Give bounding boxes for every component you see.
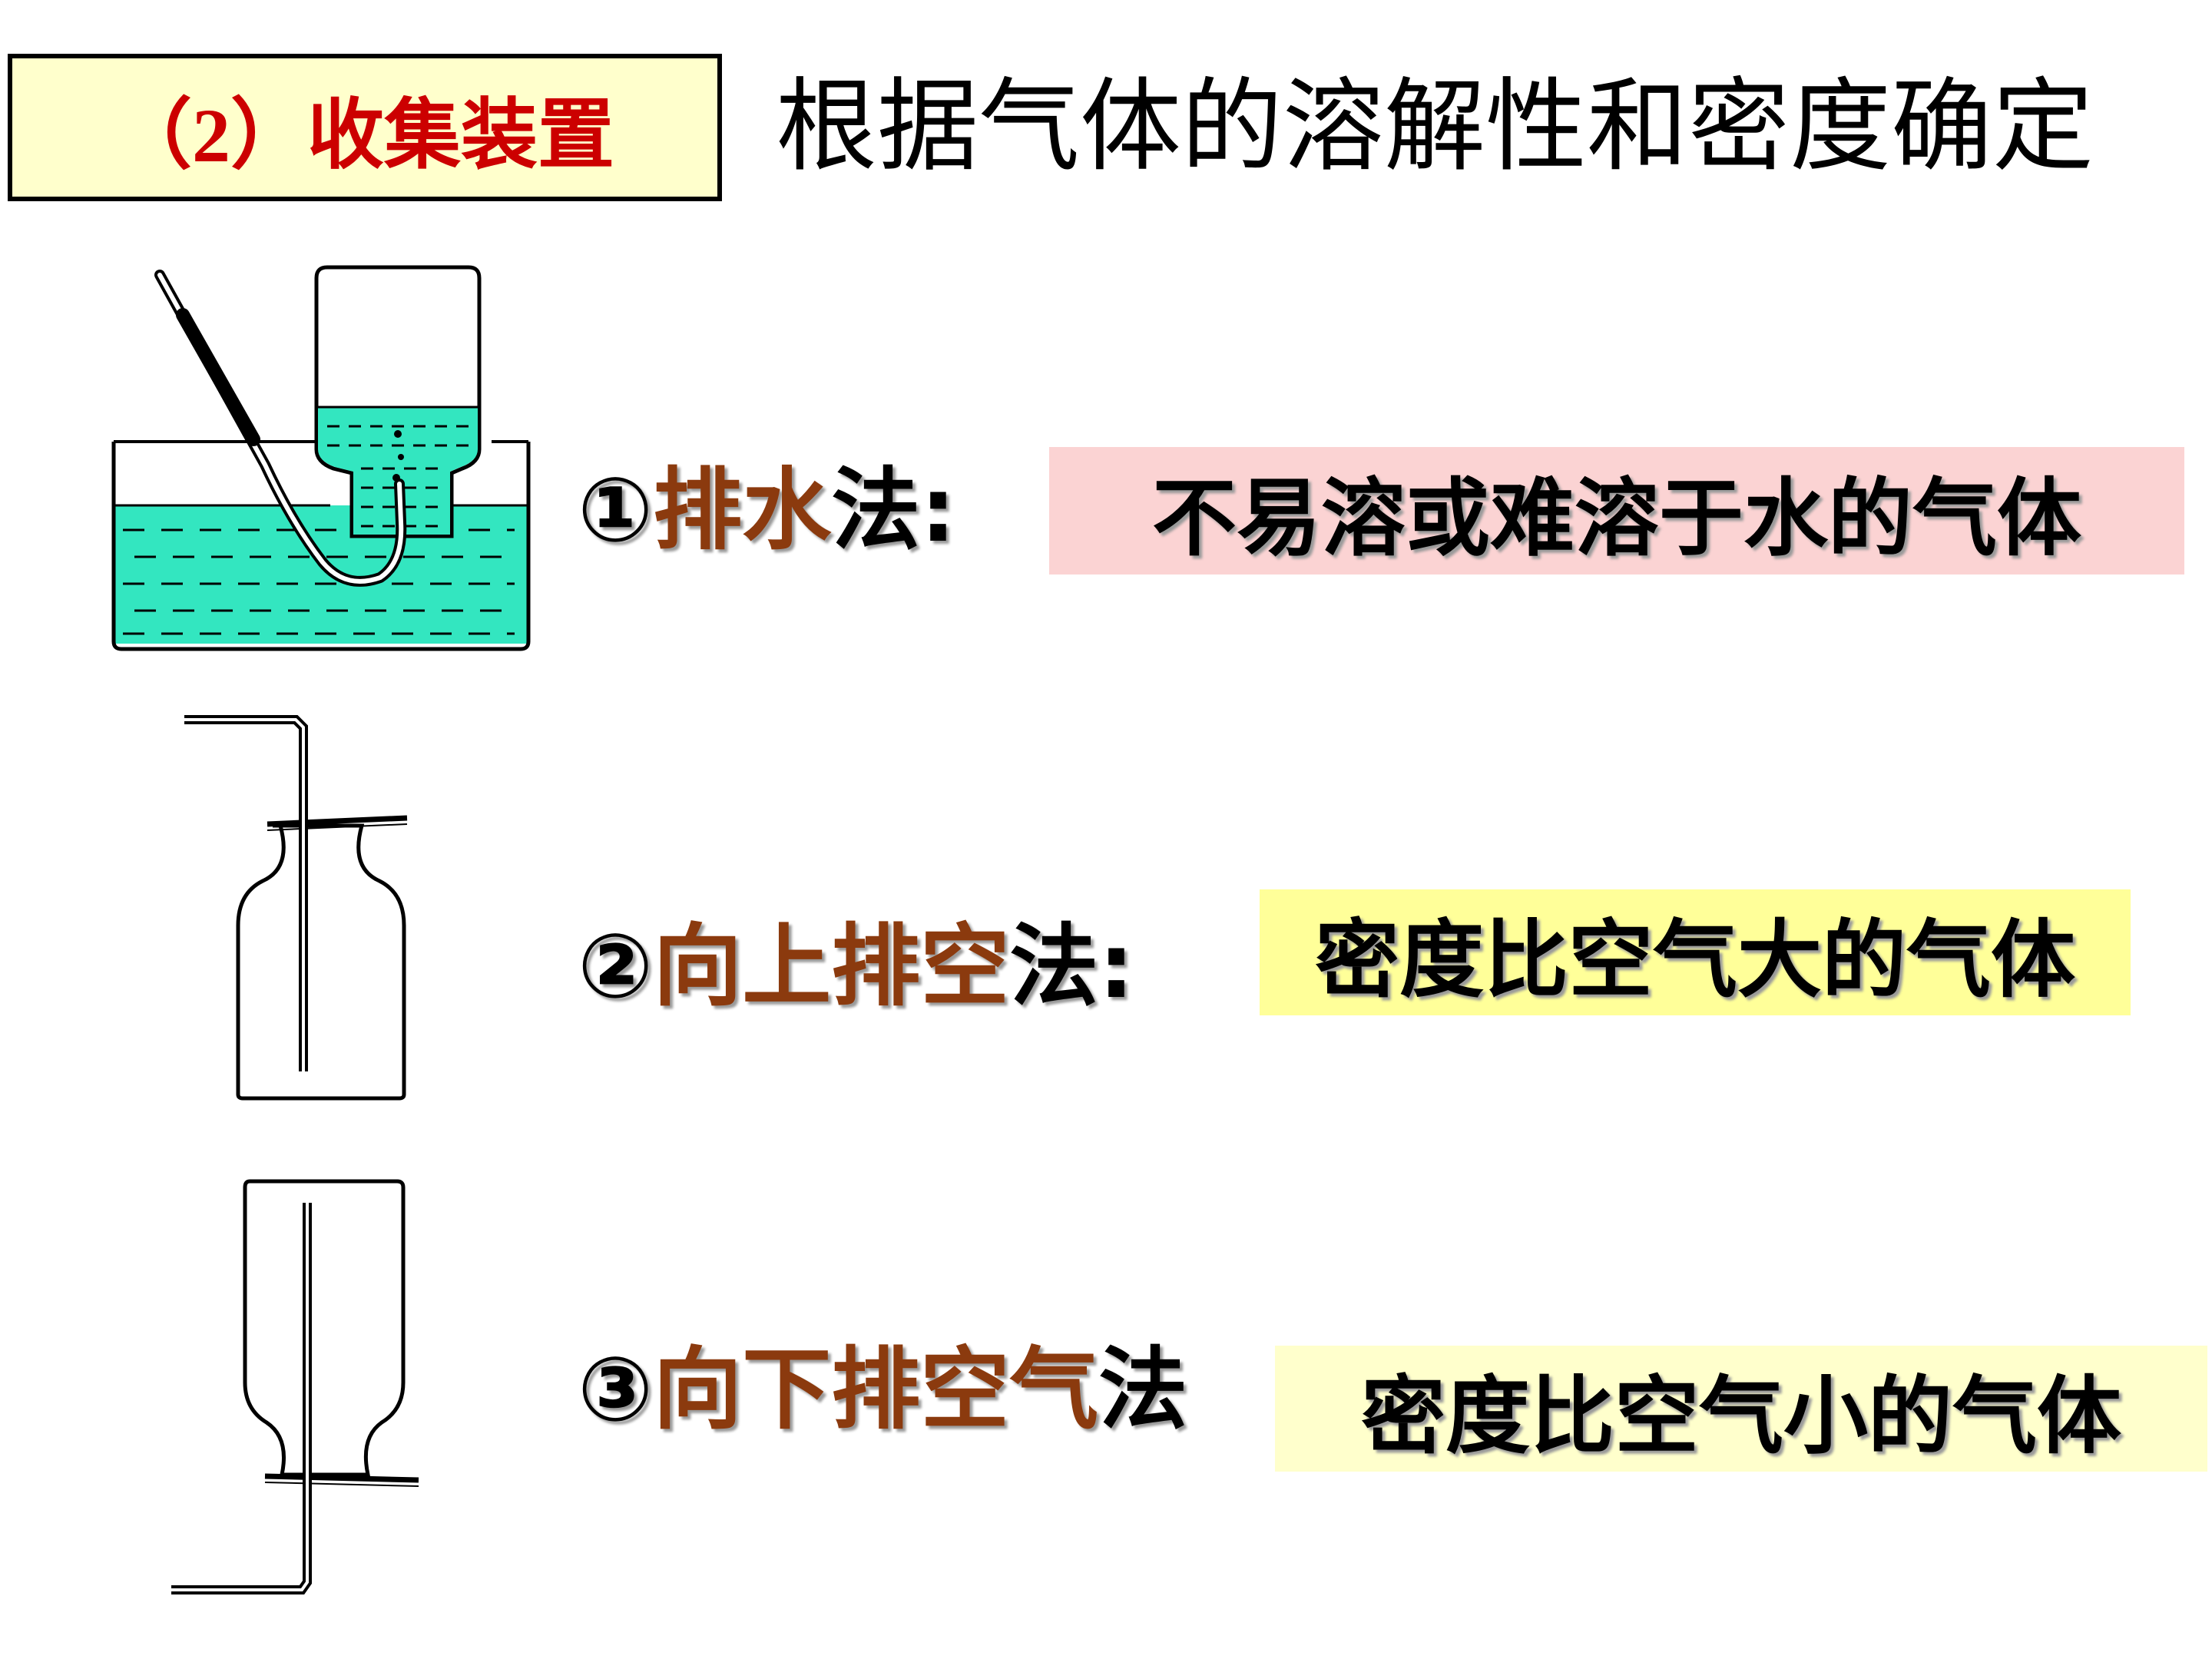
section-heading: （2）收集装置: [115, 92, 614, 178]
method-description: 密度比空气小的气体: [1361, 1367, 2121, 1465]
method-name: 向上排空: [653, 915, 1010, 1018]
method-number: ③: [578, 1338, 654, 1442]
water-displacement-apparatus: [111, 265, 531, 651]
downward-air-displacement-apparatus: [171, 1179, 419, 1594]
method-downward-air-displacement: ③向下排空气法: [578, 1333, 1187, 1448]
method-suffix: 法:: [1009, 915, 1134, 1018]
section-heading-box: （2）收集装置: [8, 54, 722, 201]
method-name: 排水: [653, 459, 832, 562]
method-description-box: 不易溶或难溶于水的气体: [1049, 447, 2184, 575]
method-water-displacement: ①排水法:: [578, 453, 956, 568]
method-number: ②: [578, 915, 654, 1018]
method-number: ①: [578, 459, 654, 562]
section-subtitle: 根据气体的溶解性和密度确定: [776, 68, 2094, 186]
method-description-box: 密度比空气小的气体: [1275, 1346, 2207, 1472]
method-suffix: 法:: [831, 459, 956, 562]
method-suffix: 法: [1098, 1338, 1188, 1442]
upward-air-displacement-apparatus: [184, 715, 408, 1101]
method-description-box: 密度比空气大的气体: [1260, 889, 2131, 1015]
method-upward-air-displacement: ②向上排空法:: [578, 909, 1134, 1025]
method-description: 密度比空气大的气体: [1315, 911, 2075, 1009]
method-name: 向下排空气: [653, 1338, 1099, 1442]
method-description: 不易溶或难溶于水的气体: [1152, 469, 2081, 568]
